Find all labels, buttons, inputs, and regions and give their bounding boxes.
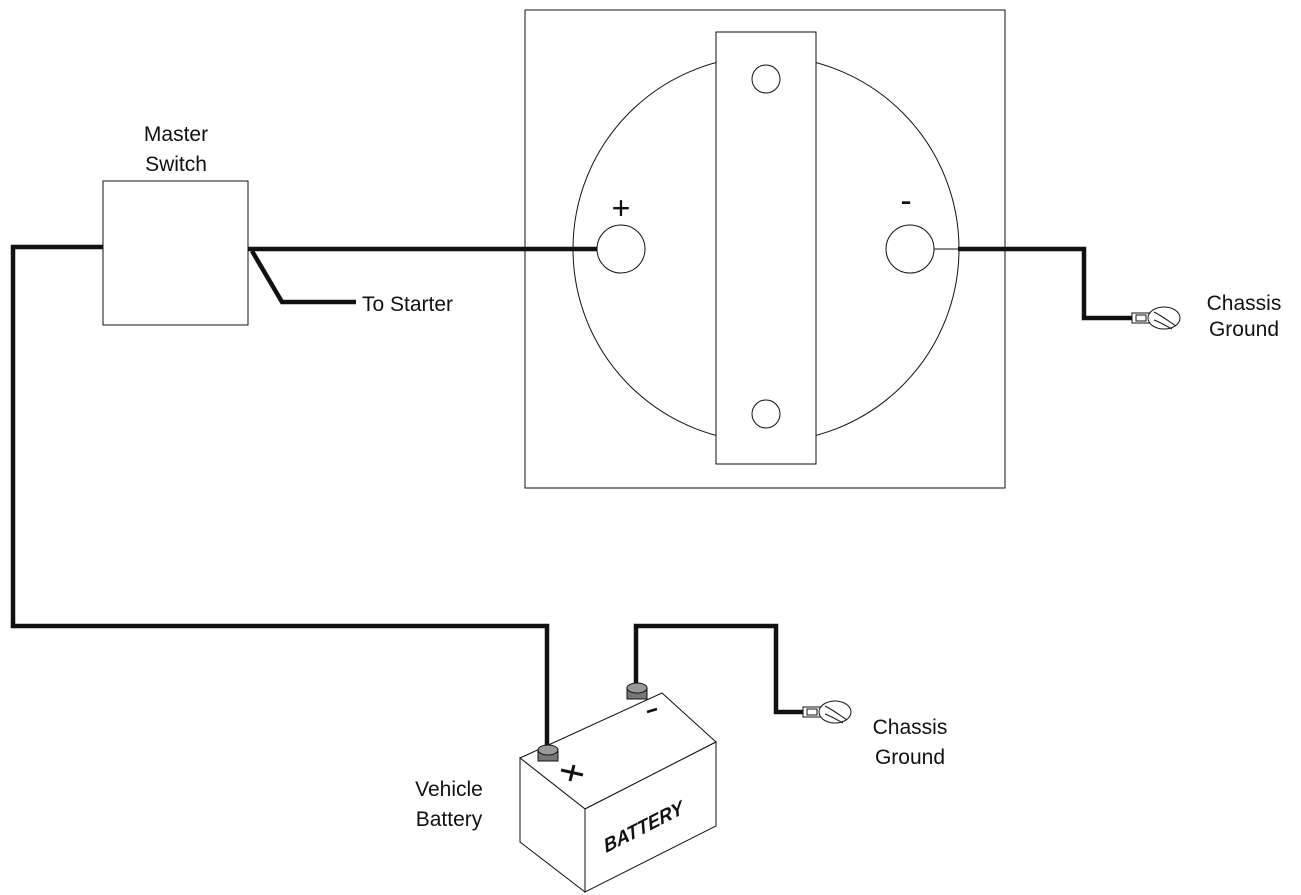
panel-plus-symbol: +	[612, 190, 631, 226]
vehicle-battery-label-line2: Battery	[416, 808, 483, 831]
mount-hole-bottom	[751, 399, 781, 429]
negative-terminal	[885, 224, 935, 274]
wire-to-starter	[250, 249, 356, 305]
chassis-ground-icon	[802, 700, 852, 724]
master-switch-label-line2: Switch	[145, 153, 207, 176]
chassis-ground-label-bottom-line1: Chassis	[873, 716, 948, 739]
chassis-ground-label-top-line2: Ground	[1209, 318, 1279, 341]
chassis-ground-label-bottom-line2: Ground	[875, 746, 945, 769]
master-switch-label-line1: Master	[144, 123, 208, 146]
switch-panel: + -	[524, 9, 1006, 489]
vehicle-battery-icon	[519, 682, 717, 894]
wire-negative-to-ground	[958, 246, 1132, 321]
chassis-ground-label-top-line1: Chassis	[1207, 292, 1282, 315]
wire-switch-to-battery	[10, 244, 550, 745]
mount-hole-top	[751, 64, 781, 94]
wires	[10, 244, 1132, 745]
wire-battery-negative-to-ground	[633, 623, 803, 715]
vehicle-battery-label-line1: Vehicle	[415, 778, 483, 801]
panel-minus-symbol: -	[900, 182, 911, 220]
chassis-ground-icon	[1131, 306, 1181, 330]
master-switch	[102, 180, 249, 326]
positive-terminal	[596, 224, 646, 274]
to-starter-label: To Starter	[362, 293, 453, 316]
